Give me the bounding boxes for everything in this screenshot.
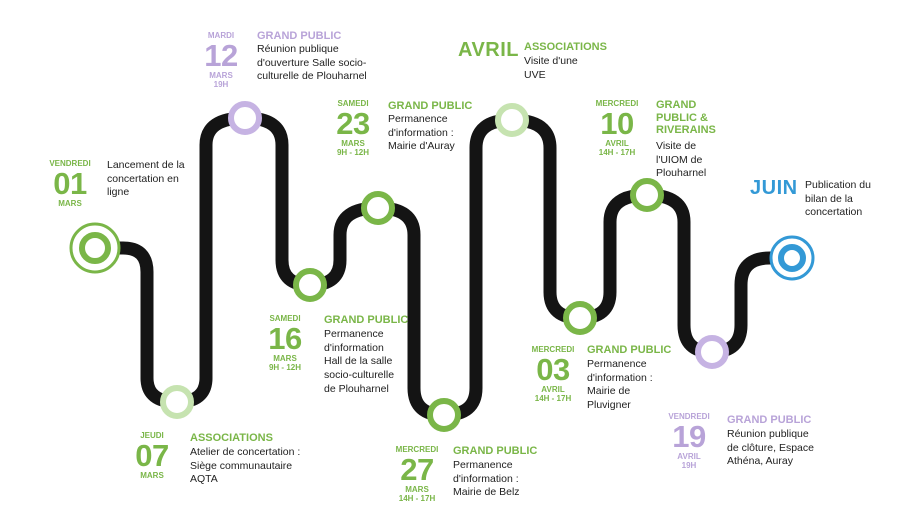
hours: 14H - 17H	[534, 394, 572, 403]
event-category: GRAND PUBLIC	[727, 414, 812, 426]
event-description: Atelier de concertation : Siège communau…	[190, 446, 301, 486]
day-name: MERCREDI	[395, 445, 439, 454]
event-category: ASSOCIATIONS	[190, 432, 273, 444]
day-name: MERCREDI	[531, 345, 575, 354]
day-number: 10	[600, 106, 634, 141]
event-category: GRAND PUBLIC	[388, 100, 473, 112]
month: AVRIL	[458, 39, 520, 61]
event-category: GRAND PUBLIC	[257, 30, 342, 42]
day-name: MARDI	[207, 31, 235, 40]
event-description: Visite de l'UIOM de Plouharnel	[656, 140, 707, 180]
marker-12-mars	[228, 101, 262, 135]
event-description: Permanence d'information Hall de la sall…	[324, 328, 395, 395]
event-description: Permanence d'information : Mairie de Plu…	[587, 358, 653, 411]
event-category: GRAND PUBLIC	[453, 445, 538, 457]
event-description: Permanence d'information : Mairie de Bel…	[453, 459, 520, 499]
marker-23-mars	[361, 191, 395, 225]
month: MARS	[209, 71, 233, 80]
day-name: VENDREDI	[668, 412, 710, 421]
marker-10-avril	[630, 178, 664, 212]
date-27-mars: MERCREDI 27 MARS 14H - 17H	[394, 446, 440, 503]
date-16-mars: SAMEDI 16 MARS 9H - 12H	[263, 315, 307, 372]
day-number: 01	[53, 166, 87, 201]
date-12-mars: MARDI 12 MARS 19H	[199, 32, 243, 89]
marker-avril	[495, 103, 529, 137]
day-name: VENDREDI	[49, 159, 91, 168]
marker-16-mars	[293, 268, 327, 302]
day-name: JEUDI	[140, 431, 164, 440]
event-description: Réunion publique d'ouverture Salle socio…	[257, 43, 367, 83]
hours: 19H	[681, 461, 697, 470]
day-number: 03	[536, 352, 570, 387]
date-03-avril: MERCREDI 03 AVRIL 14H - 17H	[530, 346, 576, 403]
day-number: 07	[135, 438, 169, 473]
month: MARS	[58, 199, 82, 208]
event-description: Permanence d'information : Mairie d'Aura…	[388, 113, 455, 153]
hours: 9H - 12H	[336, 148, 369, 157]
day-name: MERCREDI	[595, 99, 639, 108]
event-description: Publication du bilan de la concertation	[805, 179, 871, 219]
date-19-avril: VENDREDI 19 AVRIL 19H	[666, 413, 712, 470]
marker-07-mars	[160, 385, 194, 419]
month: AVRIL	[605, 139, 629, 148]
day-number: 19	[672, 419, 706, 454]
event-description: Réunion publique de clôture, Espace Athé…	[727, 428, 814, 468]
event-category: GRAND PUBLIC & RIVERAINS	[656, 99, 716, 137]
month: MARS	[341, 139, 365, 148]
month: MARS	[273, 354, 297, 363]
event-category: GRAND PUBLIC	[324, 314, 409, 326]
event-description: Lancement de la concertation en ligne	[107, 159, 185, 199]
date-juin: JUIN	[750, 177, 798, 199]
marker-19-avril	[695, 335, 729, 369]
date-10-avril: MERCREDI 10 AVRIL 14H - 17H	[594, 100, 640, 157]
date-avril: AVRIL	[458, 39, 520, 61]
date-23-mars: SAMEDI 23 MARS 9H - 12H	[330, 100, 376, 157]
hours: 9H - 12H	[268, 363, 301, 372]
month: MARS	[140, 471, 164, 480]
marker-27-mars	[427, 398, 461, 432]
hours: 14H - 17H	[598, 148, 636, 157]
day-number: 16	[268, 321, 302, 356]
event-category: ASSOCIATIONS	[524, 41, 607, 53]
day-number: 23	[336, 106, 370, 141]
day-name: SAMEDI	[337, 99, 369, 108]
hours: 14H - 17H	[398, 494, 436, 503]
day-number: 12	[204, 38, 238, 73]
date-07-mars: JEUDI 07 MARS	[130, 432, 174, 480]
day-number: 27	[400, 452, 434, 487]
month: AVRIL	[541, 385, 565, 394]
end-marker	[769, 235, 815, 281]
hours: 19H	[213, 80, 229, 89]
date-01-mars: VENDREDI 01 MARS	[48, 160, 92, 208]
event-category: GRAND PUBLIC	[587, 344, 672, 356]
month: MARS	[405, 485, 429, 494]
event-description: Visite d'une UVE	[524, 55, 578, 81]
start-marker	[69, 222, 121, 274]
month: JUIN	[750, 177, 798, 199]
day-name: SAMEDI	[269, 314, 301, 323]
month: AVRIL	[677, 452, 701, 461]
marker-03-avril	[563, 301, 597, 335]
